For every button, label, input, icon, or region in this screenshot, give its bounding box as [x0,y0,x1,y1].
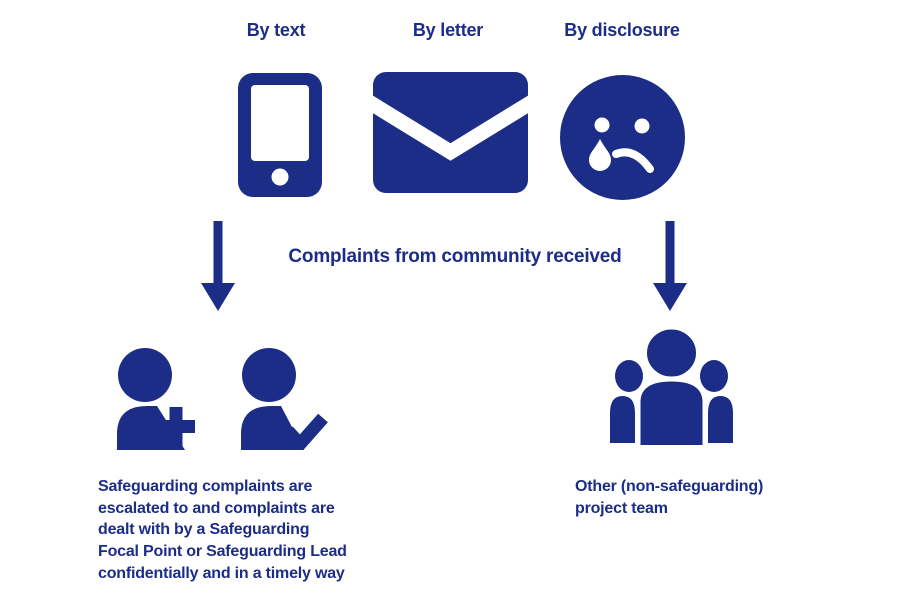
down-arrow-icon [652,221,688,311]
safeguarding-outcome-text: Safeguarding complaints are escalated to… [98,478,347,582]
down-arrow-icon [200,221,236,311]
phone-icon [238,73,322,197]
channel-label-by-letter: By letter [412,20,484,40]
envelope-icon [373,72,528,193]
channel-label-by-disclosure: By disclosure [564,20,680,40]
flow-center-label: Complaints from community received [288,246,622,267]
other-outcome-text: Other (non-safeguarding) project team [575,478,764,517]
people-group-icon [610,327,733,445]
sad-crying-face-icon [560,75,685,200]
person-plus-icon [117,348,197,450]
person-check-icon [240,348,328,450]
channel-label-by-text: By text [246,20,306,40]
